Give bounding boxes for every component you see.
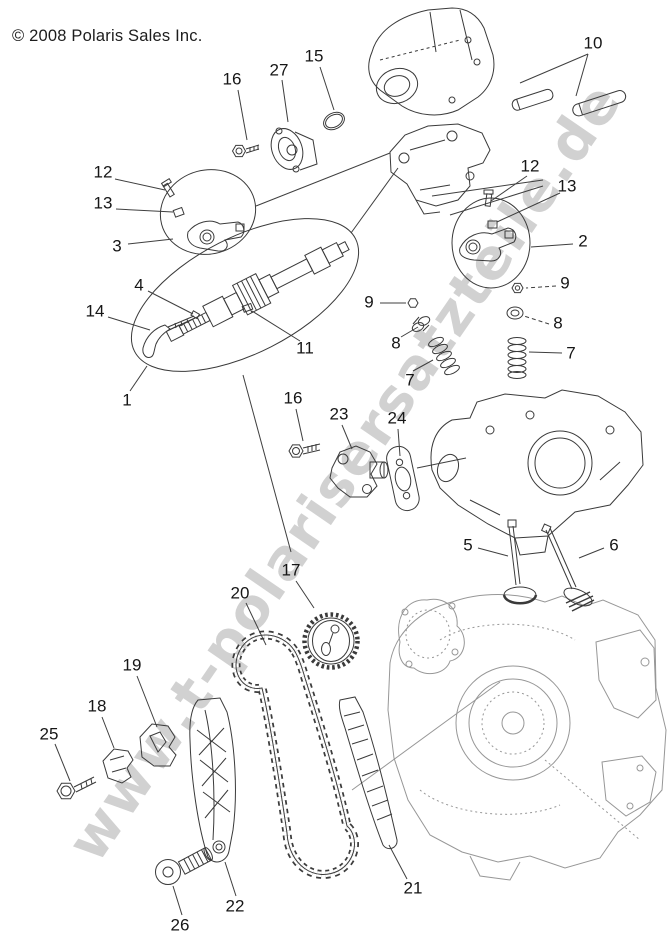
callout-19: 19 xyxy=(122,655,142,675)
cam-chain-20 xyxy=(231,630,359,879)
callout-1: 1 xyxy=(122,390,132,410)
gasket-24 xyxy=(386,445,420,512)
callout-8: 8 xyxy=(391,333,401,353)
callout-23: 23 xyxy=(329,404,349,424)
callout-11: 11 xyxy=(296,338,314,358)
nut-9-left xyxy=(407,298,419,308)
exhaust-valve-6 xyxy=(540,523,595,612)
camshaft-1 xyxy=(165,241,350,343)
callout-9: 9 xyxy=(560,273,570,293)
spring-7-left xyxy=(428,336,460,376)
callout-25: 25 xyxy=(39,724,59,744)
callout-12: 12 xyxy=(93,162,113,182)
callout-5: 5 xyxy=(463,535,473,555)
bolt-25 xyxy=(56,776,97,800)
detail-balloon-3 xyxy=(159,169,257,255)
callout-16: 16 xyxy=(222,69,242,89)
decompression-hook-14 xyxy=(142,315,196,358)
detail-balloon-2 xyxy=(431,179,544,289)
socket-bolt-26 xyxy=(155,847,213,885)
callout-22: 22 xyxy=(225,896,245,916)
callout-10: 10 xyxy=(583,33,603,53)
pin-4 xyxy=(190,310,201,320)
crankcase-drawing xyxy=(351,594,667,881)
housing-27-drawing xyxy=(270,127,318,173)
callout-8: 8 xyxy=(553,313,563,333)
copyright-text: © 2008 Polaris Sales Inc. xyxy=(12,27,203,45)
callout-4: 4 xyxy=(134,275,144,295)
callout-27: 27 xyxy=(269,60,289,80)
detail-balloon-1 xyxy=(130,218,360,372)
seal-8-left xyxy=(411,316,431,332)
callout-7: 7 xyxy=(566,343,576,363)
bolt-16-top xyxy=(231,144,260,158)
pin-11 xyxy=(241,302,254,313)
callout-26: 26 xyxy=(170,915,190,935)
tensioner-blade-21 xyxy=(338,696,398,850)
nut-13-right xyxy=(487,220,498,229)
rocker-arm-3 xyxy=(187,220,245,252)
callout-15: 15 xyxy=(304,46,324,66)
callout-24: 24 xyxy=(387,408,407,428)
callout-2: 2 xyxy=(578,231,588,251)
chain-tensioner-23 xyxy=(329,445,389,498)
intake-valve-5 xyxy=(502,519,538,605)
nut-9-right xyxy=(511,282,524,294)
cam-sprocket-17 xyxy=(302,612,360,670)
callout-3: 3 xyxy=(112,236,122,256)
callout-14: 14 xyxy=(85,301,105,321)
callout-13: 13 xyxy=(557,176,577,196)
callout-18: 18 xyxy=(87,696,107,716)
callout-13: 13 xyxy=(93,193,113,213)
spring-7-right xyxy=(507,337,527,379)
cylinder-head-drawing xyxy=(430,389,644,556)
o-ring-15 xyxy=(323,111,345,131)
valve-cover-drawing xyxy=(368,7,495,116)
cam-carrier-bracket xyxy=(389,123,491,215)
callout-20: 20 xyxy=(230,583,250,603)
nut-13-left xyxy=(172,206,185,218)
dowel-pins-10 xyxy=(511,88,627,117)
rocker-arm-2 xyxy=(459,227,517,262)
bolt-16-mid xyxy=(288,443,321,458)
callout-9: 9 xyxy=(364,292,374,312)
callout-6: 6 xyxy=(609,535,619,555)
callout-17: 17 xyxy=(281,560,301,580)
screw-12-left xyxy=(160,177,175,198)
seal-8-right xyxy=(506,306,524,320)
pointer-lines xyxy=(242,152,467,553)
guide-piece-19 xyxy=(139,723,177,767)
chain-guide-22 xyxy=(189,697,236,863)
callout-7: 7 xyxy=(405,370,415,390)
leader-lines xyxy=(54,53,605,916)
callout-16: 16 xyxy=(283,388,303,408)
callout-12: 12 xyxy=(520,156,540,176)
callout-21: 21 xyxy=(403,878,423,898)
guide-piece-18 xyxy=(102,748,134,784)
